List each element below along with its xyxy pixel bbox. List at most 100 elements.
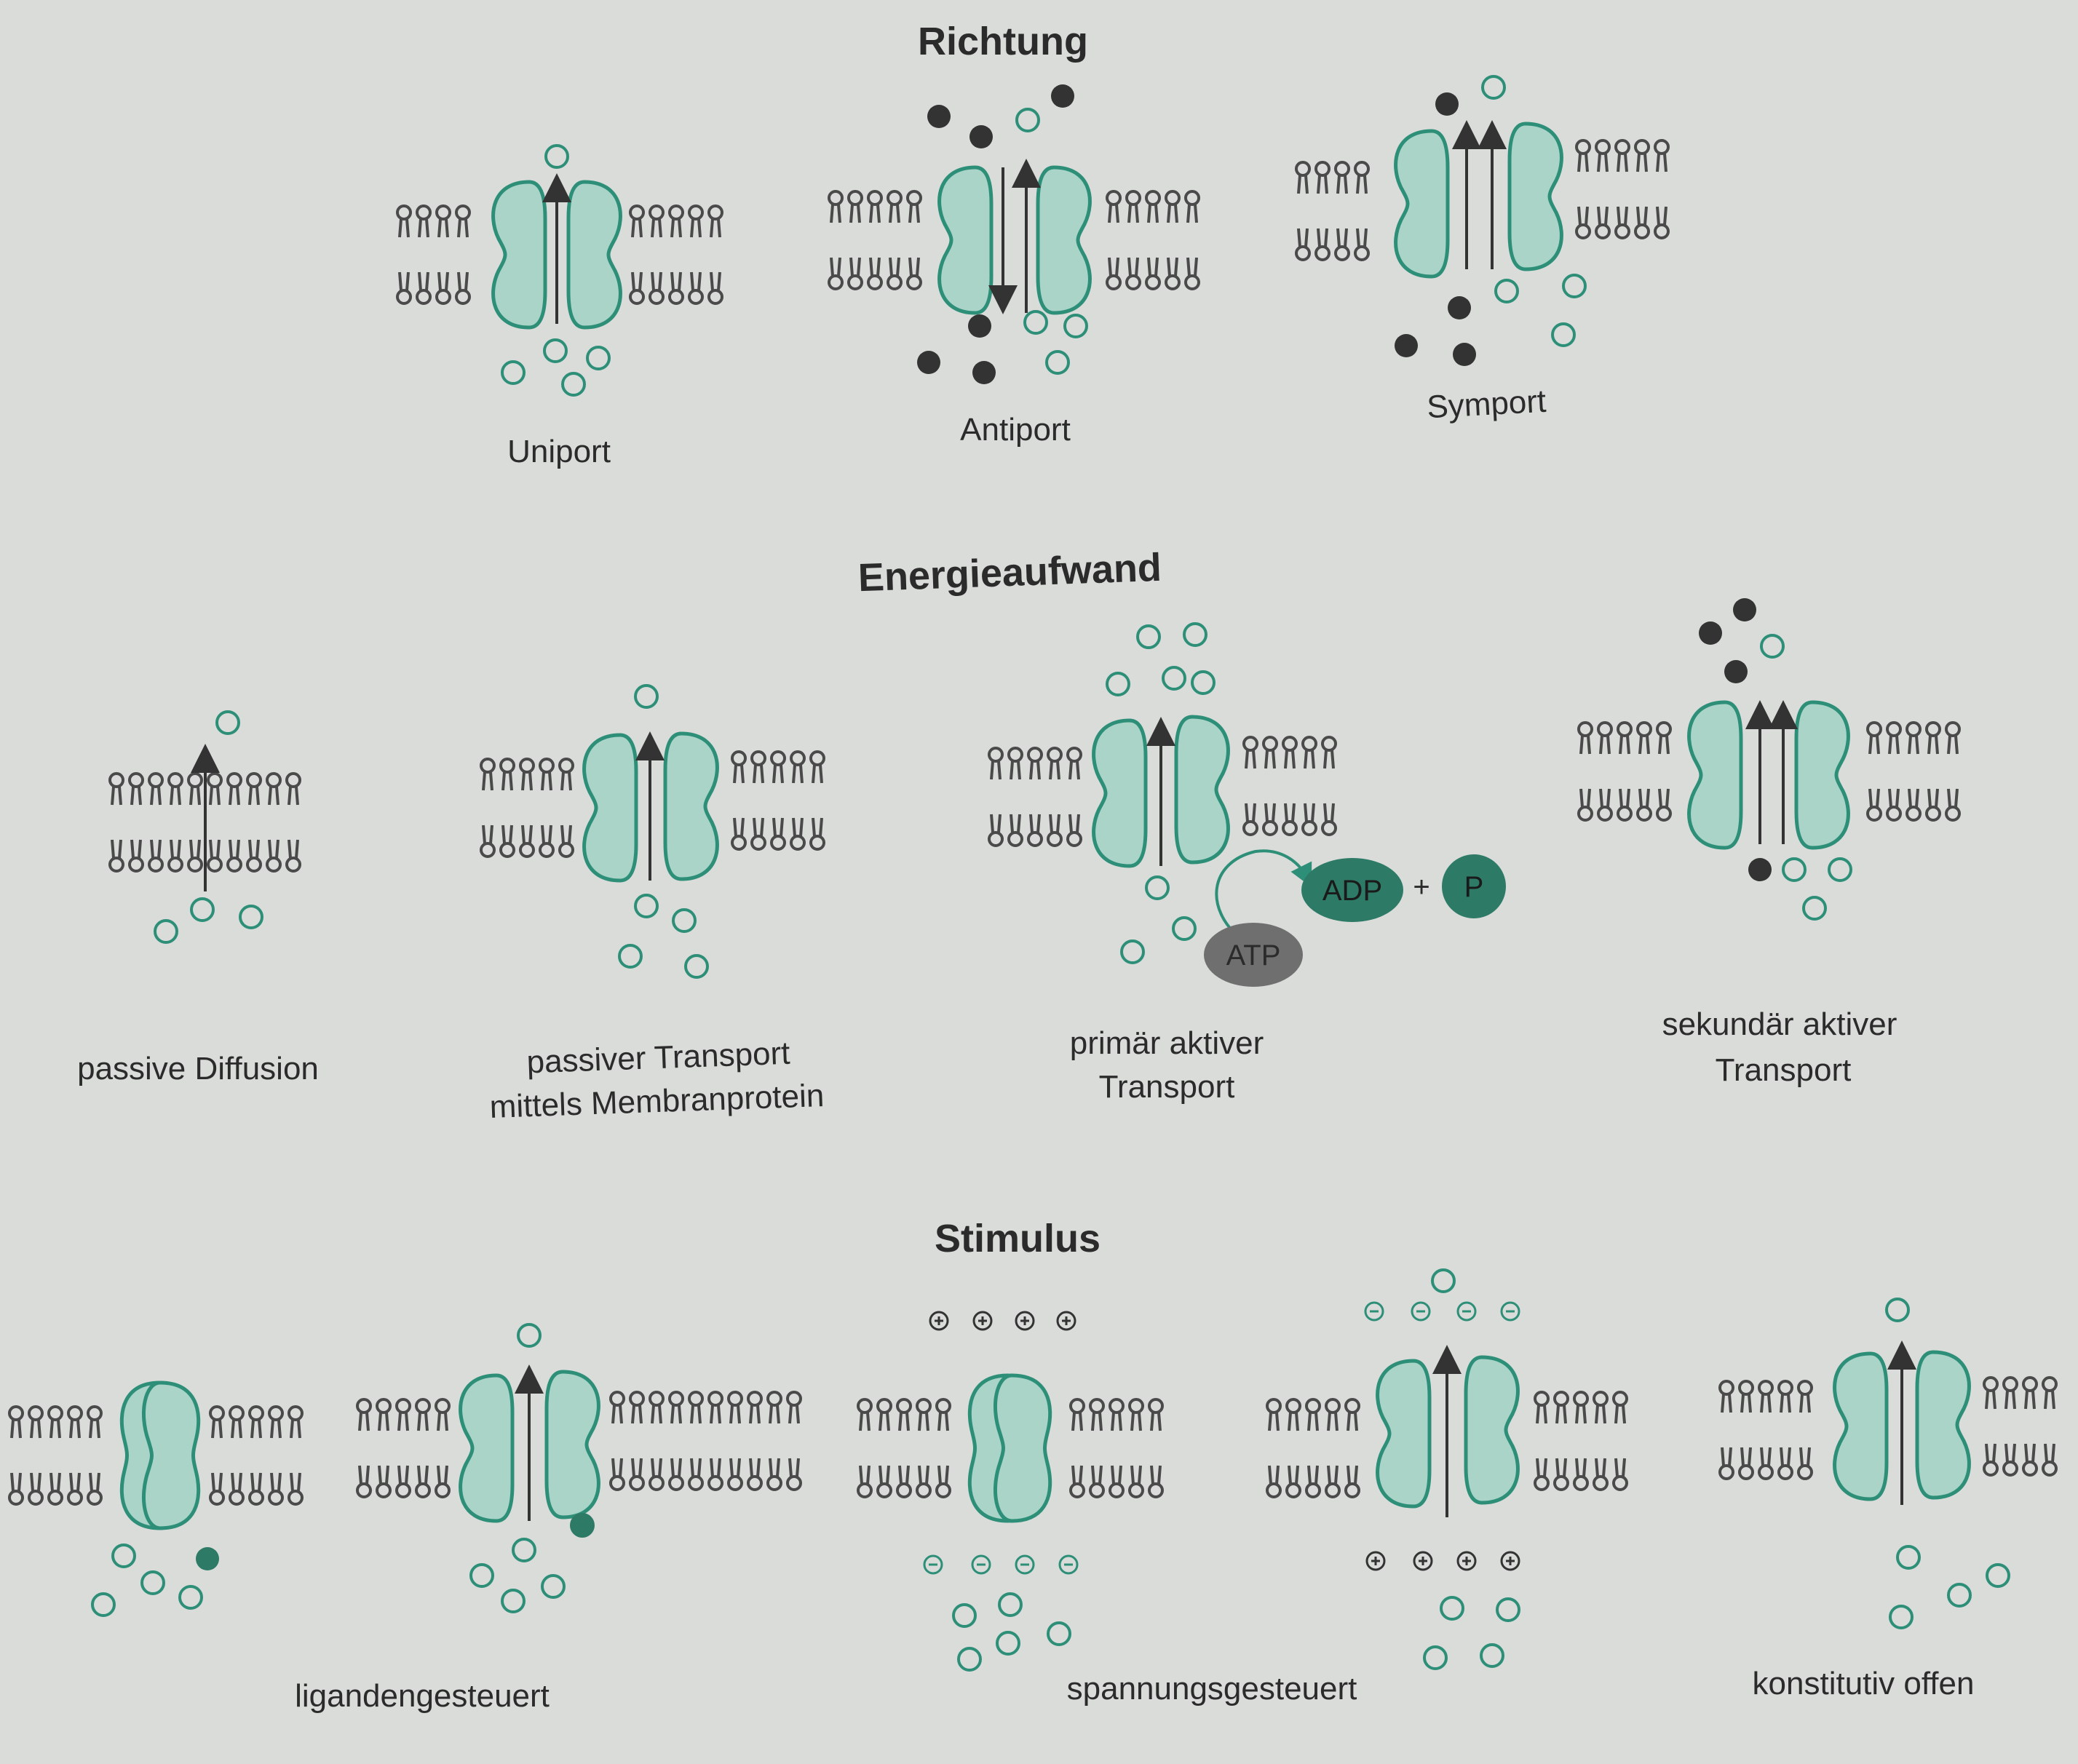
caption-passive-transport-line2: mittels Membranprotein — [489, 1078, 825, 1125]
section-title-richtung: Richtung — [918, 20, 1088, 63]
caption-primary-active-line1: primär aktiver — [1070, 1025, 1264, 1061]
ligand-gated-open-figure — [356, 1323, 802, 1613]
molecules-open — [1760, 634, 1852, 921]
antiport-figure — [828, 84, 1200, 384]
phosphate-molecule: P — [1442, 854, 1506, 918]
atp-hydrolysis-arrow — [1215, 849, 1312, 940]
molecules-open — [1106, 622, 1216, 964]
lipid-bilayer-left — [1577, 721, 1672, 822]
transporter-right-half — [1796, 702, 1848, 848]
caption-passive-transport-line1: passiver Transport — [526, 1036, 790, 1081]
adp-label: ADP — [1322, 875, 1382, 907]
transporter-right-half — [568, 182, 620, 327]
molecules-open — [1481, 75, 1587, 347]
ligand-molecule-bound — [570, 1513, 595, 1538]
channel-right-half — [143, 1383, 198, 1528]
primary-active-transport-figure: ATP ADP + P — [988, 622, 1506, 987]
lipid-bilayer-left — [396, 204, 471, 305]
plus-sign: + — [1413, 871, 1429, 903]
lipid-bilayer-left — [1718, 1380, 1813, 1480]
pump-left-half — [1094, 720, 1146, 866]
channel-right-half — [547, 1372, 598, 1517]
transporter-left-half — [1689, 702, 1741, 848]
lipid-bilayer-right — [1983, 1376, 2058, 1477]
caption-antiport: Antiport — [960, 412, 1071, 448]
section-title-stimulus: Stimulus — [935, 1217, 1101, 1260]
molecules-filled — [1699, 598, 1772, 881]
transporter-left-half — [584, 735, 636, 881]
positive-charges-outside — [929, 1311, 1076, 1331]
lipid-bilayer-left — [356, 1398, 451, 1498]
molecules-open — [1423, 1268, 1520, 1670]
molecules-open — [501, 144, 611, 397]
lipid-bilayer-left — [8, 1405, 103, 1506]
caption-secondary-active-line1: sekundär aktiver — [1662, 1006, 1897, 1042]
negative-charges-inside — [923, 1554, 1079, 1575]
passive-diffusion-figure — [108, 710, 301, 944]
symport-figure — [1295, 75, 1670, 366]
caption-secondary-active-line2: Transport — [1716, 1052, 1852, 1088]
molecules-open — [952, 1592, 1071, 1672]
transporter-left-half — [493, 182, 545, 327]
lipid-bilayer-right — [1866, 721, 1961, 822]
molecules-open — [1015, 108, 1088, 375]
transporter-right-half — [1510, 124, 1561, 269]
negative-charges-outside — [1364, 1301, 1520, 1322]
channel-left-half — [1378, 1361, 1429, 1506]
uniport-figure — [396, 144, 723, 397]
constitutively-open-figure — [1718, 1298, 2058, 1629]
transporter-left-half — [940, 167, 991, 313]
molecules-open — [91, 1544, 203, 1617]
caption-primary-active-line2: Transport — [1099, 1069, 1235, 1105]
lipid-bilayer-right — [209, 1405, 304, 1506]
caption-ligand-gated: ligandengesteuert — [295, 1678, 550, 1714]
channel-left-half — [461, 1375, 512, 1521]
atp-molecule: ATP — [1204, 923, 1303, 987]
lipid-bilayer-right — [629, 204, 723, 305]
molecules-open — [154, 710, 263, 944]
passive-transport-figure — [480, 684, 825, 979]
voltage-gated-open-figure — [1266, 1268, 1628, 1670]
caption-uniport: Uniport — [507, 434, 611, 469]
lipid-bilayer-right — [1242, 736, 1337, 836]
molecules-open — [469, 1323, 566, 1613]
lipid-bilayer-left — [480, 758, 574, 858]
lipid-bilayer-left — [1295, 161, 1370, 261]
lipid-bilayer-right — [1106, 190, 1200, 290]
lipid-bilayer-right — [1575, 139, 1670, 239]
transporter-left-half — [1396, 131, 1448, 277]
ligand-molecule — [196, 1547, 219, 1570]
molecules-open — [618, 684, 709, 979]
caption-passive-diffusion: passive Diffusion — [77, 1051, 319, 1086]
channel-right-half — [995, 1375, 1050, 1521]
pump-right-half — [1176, 717, 1228, 862]
molecules-filled — [917, 84, 1074, 384]
lipid-bilayer-right — [731, 750, 825, 851]
lipid-bilayer-right — [1069, 1398, 1164, 1498]
lipid-bilayer-left — [857, 1398, 951, 1498]
adp-molecule: ADP — [1301, 858, 1403, 922]
caption-symport: Symport — [1426, 384, 1547, 426]
secondary-active-transport-figure — [1577, 598, 1961, 921]
lipid-bilayer-left — [828, 190, 922, 290]
caption-constitutively-open: konstitutiv offen — [1753, 1666, 1975, 1701]
transporter-right-half — [665, 734, 717, 879]
lipid-bilayer-right — [609, 1391, 802, 1491]
phosphate-label: P — [1464, 871, 1484, 903]
lipid-bilayer-right — [1534, 1391, 1628, 1491]
channel-right-half — [1466, 1357, 1518, 1503]
atp-label: ATP — [1226, 939, 1281, 972]
molecules-filled — [1395, 92, 1476, 366]
channel-right-half — [1917, 1352, 1969, 1498]
channel-left-half — [1835, 1354, 1887, 1499]
lipid-bilayer-left — [988, 747, 1082, 847]
section-title-energieaufwand: Energieaufwand — [857, 546, 1162, 600]
ligand-gated-closed-figure — [8, 1383, 304, 1617]
transporter-right-half — [1038, 167, 1090, 313]
molecules-open — [1885, 1298, 2010, 1629]
voltage-gated-closed-figure — [857, 1311, 1164, 1672]
positive-charges-inside — [1365, 1551, 1520, 1571]
lipid-bilayer-left — [1266, 1398, 1360, 1498]
caption-voltage-gated: spannungsgesteuert — [1067, 1671, 1357, 1707]
